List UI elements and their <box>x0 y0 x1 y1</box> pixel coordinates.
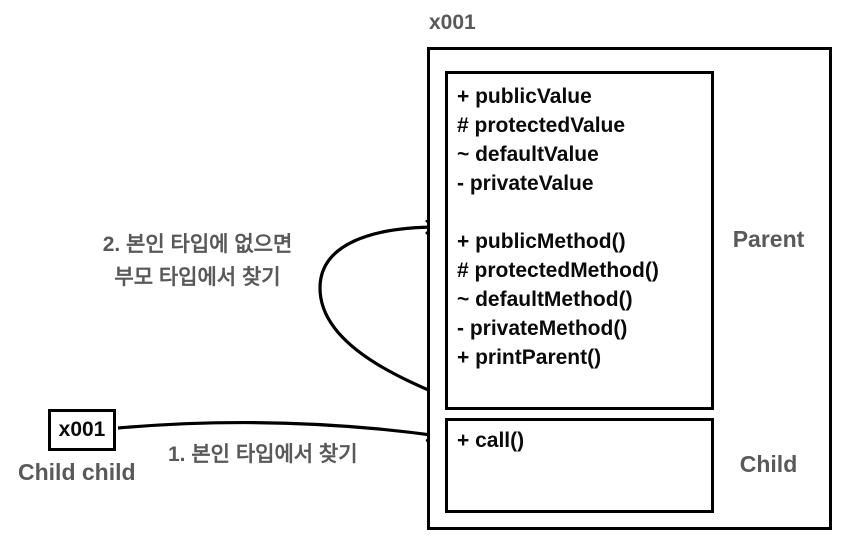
arrow-step1-own-type <box>117 420 439 436</box>
child-members-box: + call() <box>445 418 714 513</box>
step1-annotation: 1. 본인 타입에서 찾기 <box>168 443 358 466</box>
member-item: + publicValue <box>457 85 592 108</box>
parent-type-label: Parent <box>732 226 805 252</box>
members-gap <box>457 198 711 227</box>
step2-annotation: 2. 본인 타입에 없으면 부모 타입에서 찾기 <box>50 228 345 294</box>
parent-methods-list: + publicMethod() # protectedMethod() ~ def… <box>457 227 711 372</box>
variable-declaration-label: Child child <box>18 459 136 485</box>
member-item: + call() <box>457 429 525 452</box>
child-methods-list: + call() <box>457 426 711 455</box>
member-item: # protectedMethod() <box>457 259 659 282</box>
member-item: - privateMethod() <box>457 317 628 340</box>
step2-line1: 2. 본인 타입에 없으면 <box>102 233 293 256</box>
child-type-label: Child <box>739 451 798 477</box>
member-item: + printParent() <box>457 346 602 369</box>
parent-fields-list: + publicValue # protectedValue ~ defaultVa… <box>457 82 711 198</box>
member-item: ~ defaultValue <box>457 143 599 166</box>
variable-reference-box: x001 <box>48 409 116 451</box>
member-item: + publicMethod() <box>457 230 626 253</box>
member-item: ~ defaultMethod() <box>457 288 633 311</box>
step2-line2: 부모 타입에서 찾기 <box>114 266 281 289</box>
instance-address-label: x001 <box>429 11 476 34</box>
member-item: - privateValue <box>457 172 594 195</box>
member-item: # protectedValue <box>457 114 626 137</box>
parent-members-box: + publicValue # protectedValue ~ defaultVa… <box>445 71 714 410</box>
